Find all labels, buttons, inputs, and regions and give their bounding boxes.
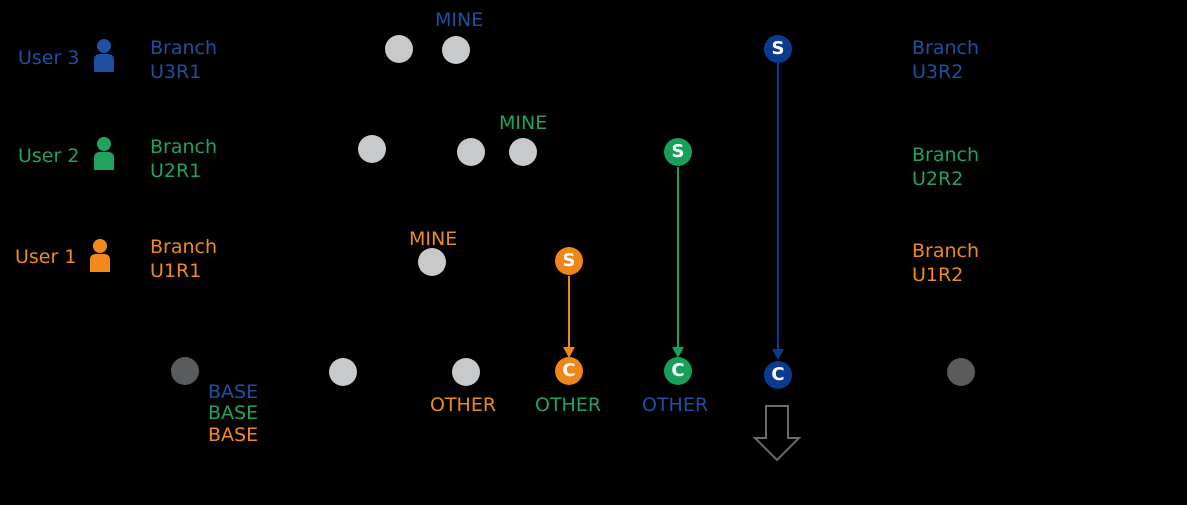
commit-node xyxy=(509,138,537,166)
user-2-label: User 2 xyxy=(18,145,80,167)
branch-u3r2-label: Branch U3R2 xyxy=(912,37,980,83)
user-3-label: User 3 xyxy=(18,47,80,69)
other-label-user3: OTHER xyxy=(642,394,709,416)
orange-arrowhead xyxy=(563,347,575,358)
commit-node xyxy=(418,248,446,276)
base-label-user2: BASE xyxy=(208,402,259,424)
person-icon xyxy=(90,239,110,272)
branch-u1r1-label: Branch U1R1 xyxy=(150,236,218,282)
source-badge-user2: S xyxy=(664,138,692,166)
commit-badge-user2: C xyxy=(664,357,692,385)
commit-node xyxy=(452,358,480,386)
user-1-label: User 1 xyxy=(15,246,77,268)
result-node xyxy=(947,358,975,386)
commit-node xyxy=(358,135,386,163)
source-badge-user3: S xyxy=(764,35,792,63)
base-node xyxy=(171,357,199,385)
blue-arrowhead xyxy=(772,349,784,360)
mine-label-user1: MINE xyxy=(409,228,458,250)
branch-u1r2-label: Branch U1R2 xyxy=(912,240,980,286)
base-label-user3: BASE xyxy=(208,381,259,403)
person-icon xyxy=(94,39,114,72)
commit-node xyxy=(442,36,470,64)
commit-node xyxy=(329,358,357,386)
base-label-user1: BASE xyxy=(208,424,259,446)
other-label-user2: OTHER xyxy=(535,394,602,416)
commit-node xyxy=(457,138,485,166)
branch-u2r2-label: Branch U2R2 xyxy=(912,144,980,190)
mine-label-user2: MINE xyxy=(499,112,548,134)
source-badge-user1: S xyxy=(555,247,583,275)
down-arrow-icon xyxy=(752,405,802,462)
commit-badge-user3: C xyxy=(764,361,792,389)
mine-label-user3: MINE xyxy=(435,9,484,31)
branch-u3r1-label: Branch U3R1 xyxy=(150,37,218,83)
green-arrowhead xyxy=(672,347,684,358)
commit-badge-user1: C xyxy=(555,357,583,385)
branch-u2r1-label: Branch U2R1 xyxy=(150,136,218,182)
person-icon xyxy=(94,137,114,170)
other-label-user1: OTHER xyxy=(430,394,497,416)
commit-node xyxy=(385,35,413,63)
